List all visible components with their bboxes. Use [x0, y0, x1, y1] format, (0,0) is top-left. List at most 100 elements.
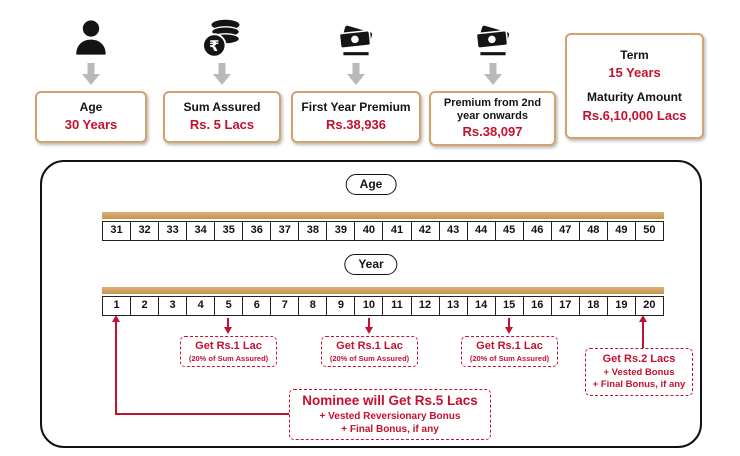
first-year-premium-value: Rs.38,936	[326, 117, 386, 133]
summary-card-age: Age 30 Years	[35, 8, 147, 143]
age-cell: 50	[634, 222, 663, 240]
year-cell: 11	[382, 297, 410, 315]
age-cell: 49	[606, 222, 635, 240]
age-cell: 45	[494, 222, 523, 240]
death-benefit-final-bonus: + Final Bonus, if any	[341, 424, 439, 436]
term-label: Term	[620, 47, 649, 62]
banknote-icon	[335, 8, 377, 58]
year-cell: 1	[113, 299, 120, 311]
year-cell: 10	[354, 297, 382, 315]
rupee-coins-icon: ₹	[201, 8, 243, 58]
year-cell: 8	[298, 297, 326, 315]
age-cell: 35	[214, 222, 242, 240]
age-cell: 46	[522, 222, 551, 240]
year-cell: 3	[158, 297, 186, 315]
age-cell: 39	[326, 222, 354, 240]
death-benefit-arrowhead-year1	[112, 315, 120, 322]
year-cell: 12	[410, 297, 439, 315]
year-cell: 15	[494, 297, 523, 315]
summary-card-first-year-premium: First Year Premium Rs.38,936	[291, 8, 421, 143]
age-cell: 40	[354, 222, 382, 240]
svg-text:₹: ₹	[209, 38, 219, 55]
maturity-payout-bonus: + Vested Bonus	[603, 366, 675, 378]
maturity-payout-final-bonus: + Final Bonus, if any	[592, 379, 686, 391]
banknote-icon	[472, 8, 514, 58]
year-cell: 7	[270, 297, 298, 315]
payout-arrow-year5	[227, 318, 229, 328]
year-cell: 18	[578, 297, 607, 315]
age-pill: Age	[345, 174, 397, 196]
age-cell: 32	[130, 222, 158, 240]
maturity-amount-label: Maturity Amount	[587, 90, 682, 104]
year-cell: 20	[634, 297, 663, 315]
year-cell: 5	[214, 297, 242, 315]
payout-arrowhead-year10	[365, 327, 373, 334]
renewal-premium-label: Premium from 2nd year onwards	[443, 97, 542, 122]
person-icon	[71, 8, 111, 58]
first-year-premium-label: First Year Premium	[301, 100, 411, 115]
year-cell: 17	[550, 297, 579, 315]
renewal-premium-value: Rs.38,097	[462, 124, 523, 140]
renewal-premium-box: Premium from 2nd year onwards Rs.38,097	[429, 91, 556, 146]
death-benefit-bonus: + Vested Reversionary Bonus	[319, 410, 461, 422]
payout-note: (20% of Sum Assured)	[188, 353, 269, 363]
maturity-arrowhead-year20	[639, 315, 647, 322]
age-cell: 36	[242, 222, 270, 240]
maturity-payout-box: Get Rs.2 Lacs + Vested Bonus + Final Bon…	[585, 348, 693, 396]
age-cell: 38	[298, 222, 326, 240]
year-cell: 4	[186, 297, 214, 315]
payout-amount: Get Rs.1 Lac	[195, 339, 262, 352]
payout-note: (20% of Sum Assured)	[329, 353, 410, 363]
year-cell: 6	[242, 297, 270, 315]
payout-arrow-year10	[368, 318, 370, 328]
term-maturity-box: Term 15 Years Maturity Amount Rs.6,10,00…	[565, 33, 704, 139]
age-timeline-bar	[102, 212, 664, 219]
age-cell: 37	[270, 222, 298, 240]
sum-assured-label: Sum Assured	[183, 100, 261, 115]
year-timeline-bar	[102, 287, 664, 294]
down-arrow-icon	[213, 61, 231, 87]
year-cell: 19	[606, 297, 635, 315]
sum-assured-box: Sum Assured Rs. 5 Lacs	[163, 91, 281, 143]
year-cell: 16	[522, 297, 551, 315]
death-benefit-box: Nominee will Get Rs.5 Lacs + Vested Reve…	[289, 389, 491, 440]
death-benefit-amount: Nominee will Get Rs.5 Lacs	[302, 393, 478, 409]
payout-amount: Get Rs.1 Lac	[476, 339, 543, 352]
payout-box-year10: Get Rs.1 Lac (20% of Sum Assured)	[321, 336, 418, 367]
age-cell: 33	[158, 222, 186, 240]
first-year-premium-box: First Year Premium Rs.38,936	[291, 91, 421, 143]
maturity-amount-value: Rs.6,10,000 Lacs	[582, 107, 687, 123]
age-cell: 47	[550, 222, 579, 240]
death-benefit-hline	[115, 413, 289, 415]
age-value: 30 Years	[64, 117, 118, 133]
year-cell: 13	[438, 297, 467, 315]
summary-card-term-maturity: Term 15 Years Maturity Amount Rs.6,10,00…	[565, 33, 704, 139]
payout-box-year5: Get Rs.1 Lac (20% of Sum Assured)	[180, 336, 277, 367]
year-pill: Year	[344, 254, 398, 276]
age-cell: 34	[186, 222, 214, 240]
payout-note: (20% of Sum Assured)	[469, 353, 550, 363]
year-cell: 14	[466, 297, 495, 315]
summary-card-sum-assured: ₹ Sum Assured Rs. 5 Lacs	[163, 8, 281, 143]
down-arrow-icon	[347, 61, 365, 87]
payout-arrow-year15	[508, 318, 510, 328]
payout-arrowhead-year15	[505, 327, 513, 334]
age-label: Age	[79, 100, 103, 115]
term-value: 15 Years	[608, 65, 661, 81]
year-cell: 9	[326, 297, 354, 315]
payout-amount: Get Rs.1 Lac	[336, 339, 403, 352]
age-cell: 41	[382, 222, 410, 240]
year-cell: 2	[130, 297, 158, 315]
maturity-arrow-line	[642, 321, 644, 349]
maturity-payout-amount: Get Rs.2 Lacs	[602, 352, 676, 365]
payout-arrowhead-year5	[224, 327, 232, 334]
age-cell: 42	[410, 222, 439, 240]
sum-assured-value: Rs. 5 Lacs	[189, 117, 255, 133]
down-arrow-icon	[82, 61, 100, 87]
summary-card-renewal-premium: Premium from 2nd year onwards Rs.38,097	[429, 8, 556, 146]
age-cell: 43	[438, 222, 467, 240]
